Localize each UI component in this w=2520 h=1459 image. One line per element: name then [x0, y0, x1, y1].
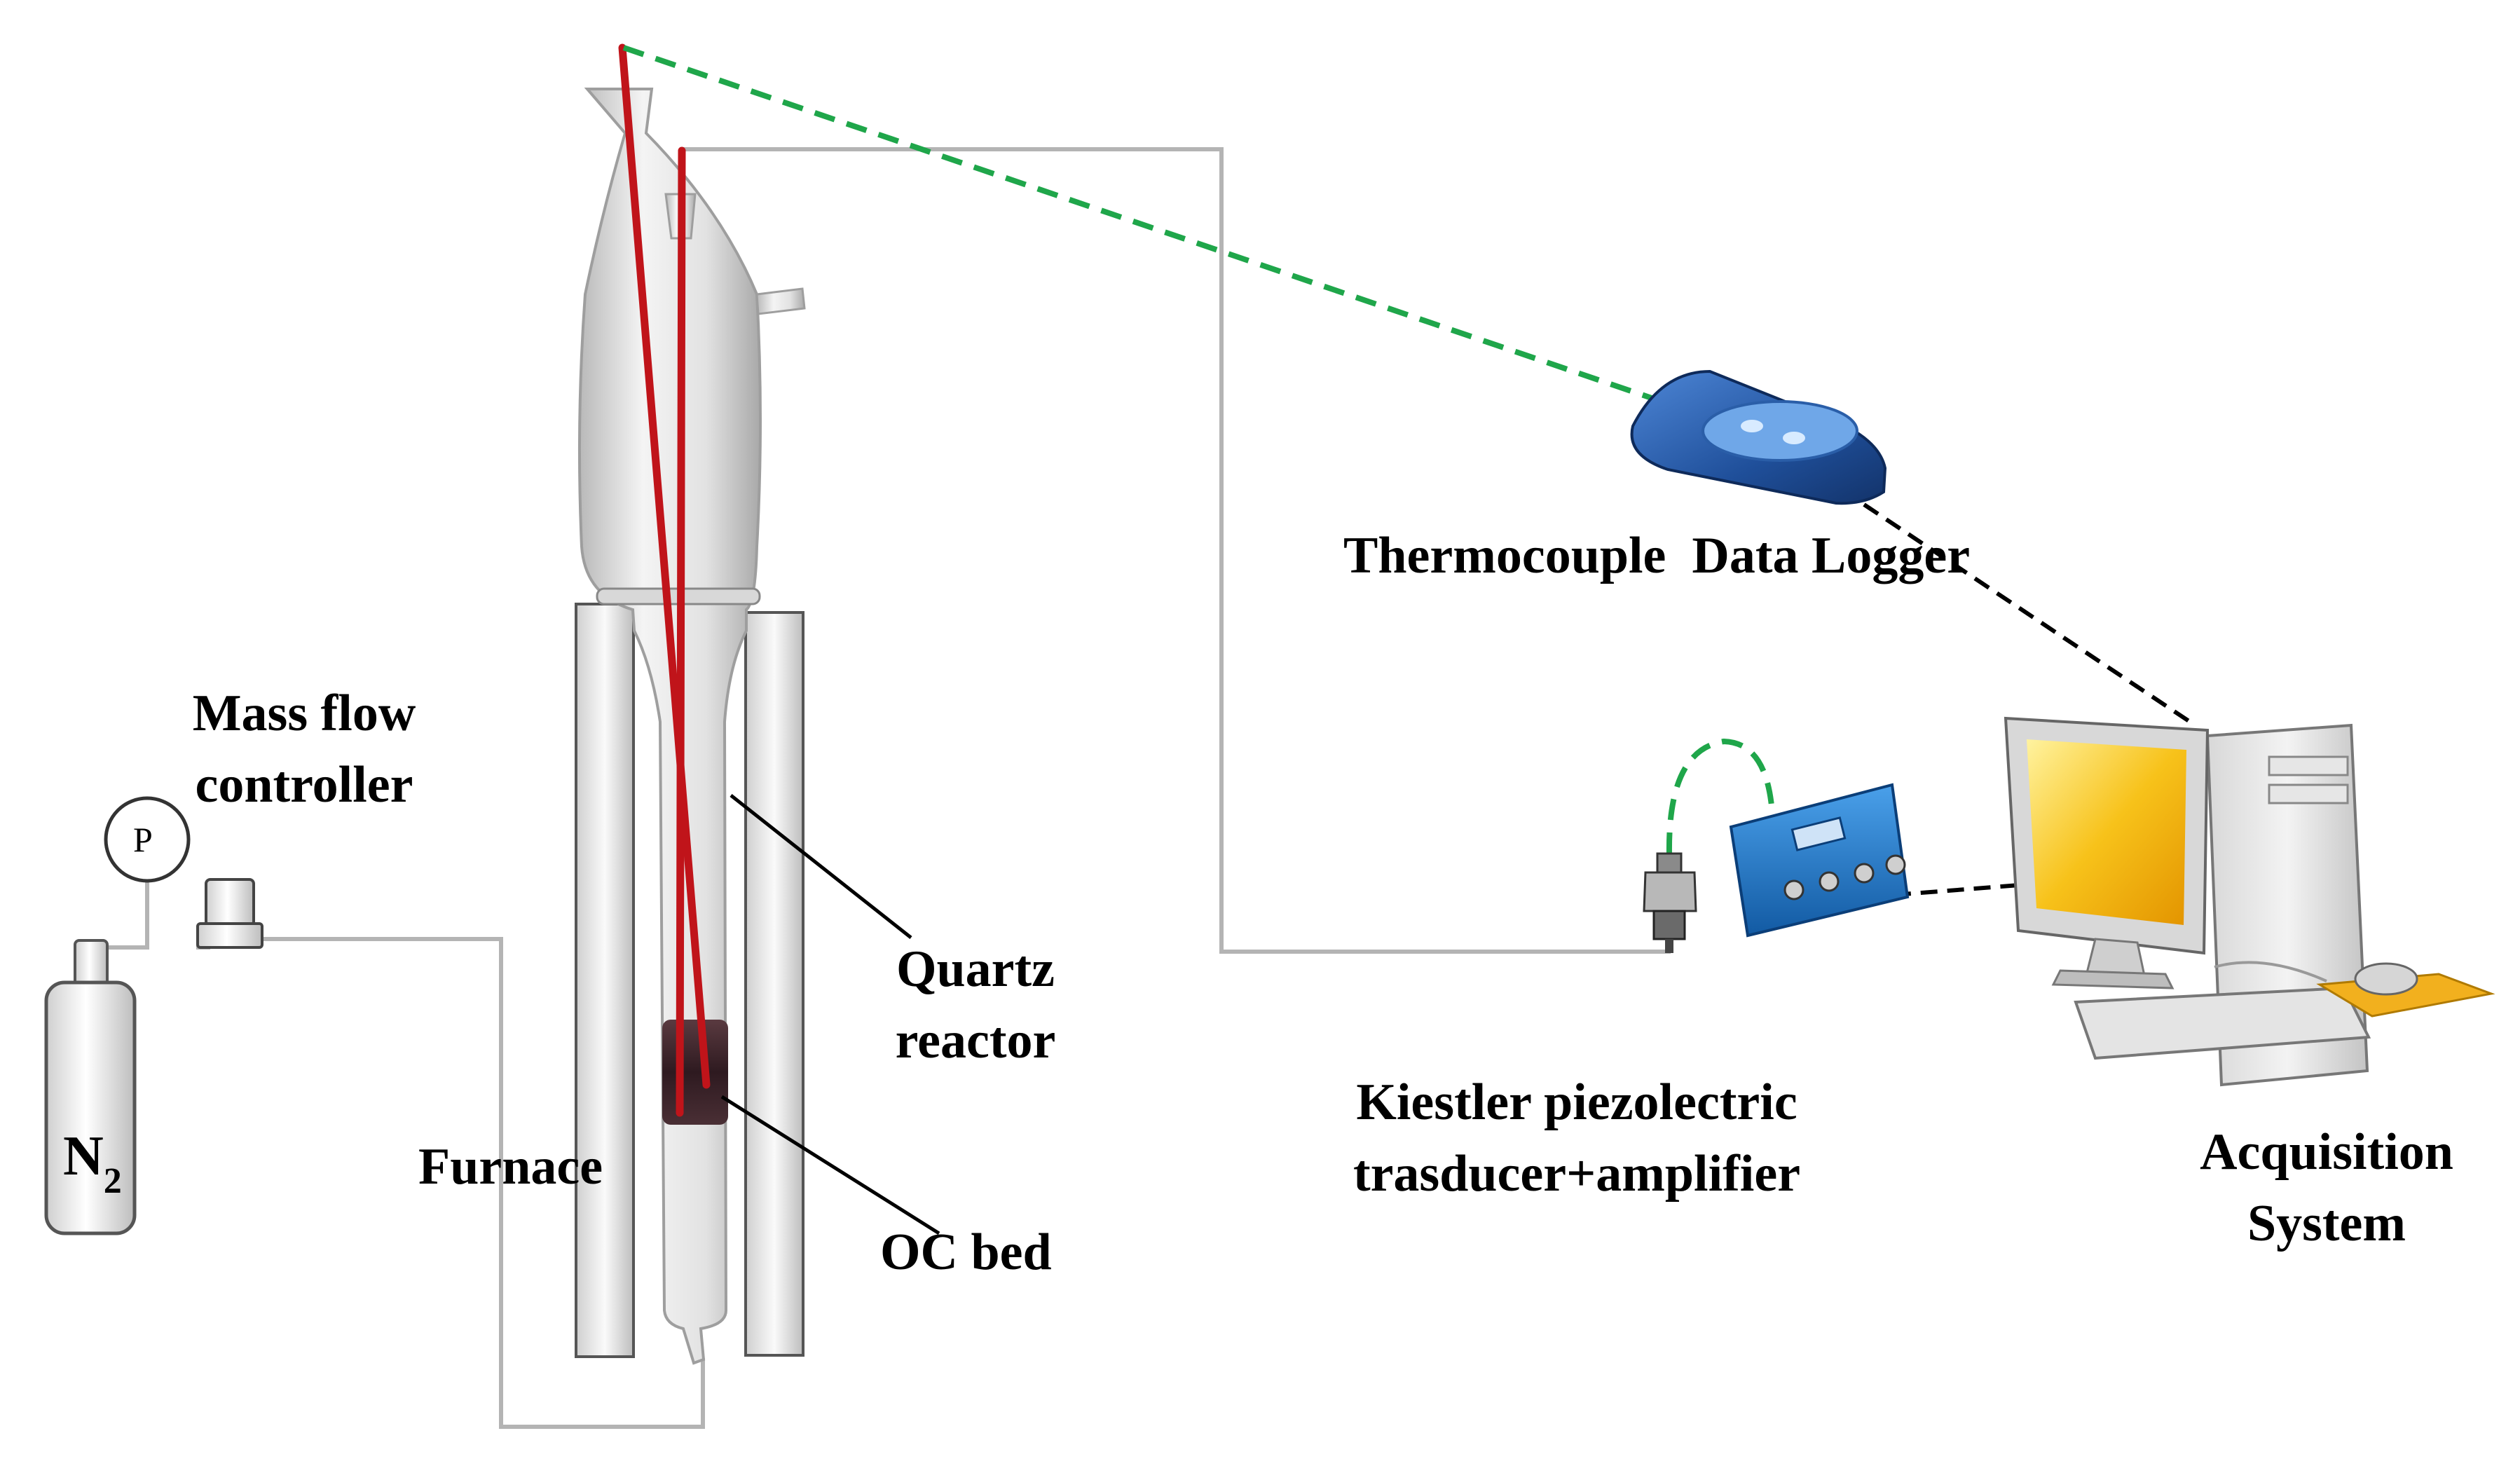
cylinder-label-subscript: 2 [103, 1161, 122, 1201]
kiestler-label-line2: trasducer+amplifier [1353, 1145, 1801, 1203]
quartz-reactor-label-line1: Quartz [896, 940, 1055, 998]
mass-flow-controller-icon [196, 878, 263, 949]
thermocouple-logger-label: Thermocouple Data Logger [1343, 527, 1971, 584]
piezo-transducer-icon [1643, 852, 1697, 953]
cylinder-label: N2 [63, 1121, 122, 1201]
acquisition-label-line2: System [2247, 1195, 2406, 1252]
quartz-reactor-label-line2: reactor [895, 1012, 1056, 1069]
cylinder-label-main: N [63, 1125, 104, 1187]
gauge-letter: P [133, 820, 153, 859]
oc-bed-icon [662, 1020, 728, 1125]
furnace-label: Furnace [418, 1138, 603, 1196]
green-signal-links [622, 45, 1776, 854]
kiestler-label-line1: Kiestler piezolectric [1356, 1074, 1797, 1131]
thermocouple-rods [618, 43, 711, 1117]
pressure-gauge-icon [104, 796, 191, 883]
nitrogen-cylinder-icon [44, 939, 137, 1235]
data-logger-icon [1630, 369, 1887, 505]
mass-flow-label-line2: controller [195, 756, 413, 814]
label-leader-lines [720, 794, 940, 1235]
oc-bed-label: OC bed [880, 1224, 1052, 1281]
amplifier-icon [1729, 783, 1910, 938]
mass-flow-label-line1: Mass flow [192, 685, 416, 742]
acquisition-label-line1: Acquisition [2200, 1123, 2453, 1181]
computer-icon [2004, 716, 2495, 1087]
